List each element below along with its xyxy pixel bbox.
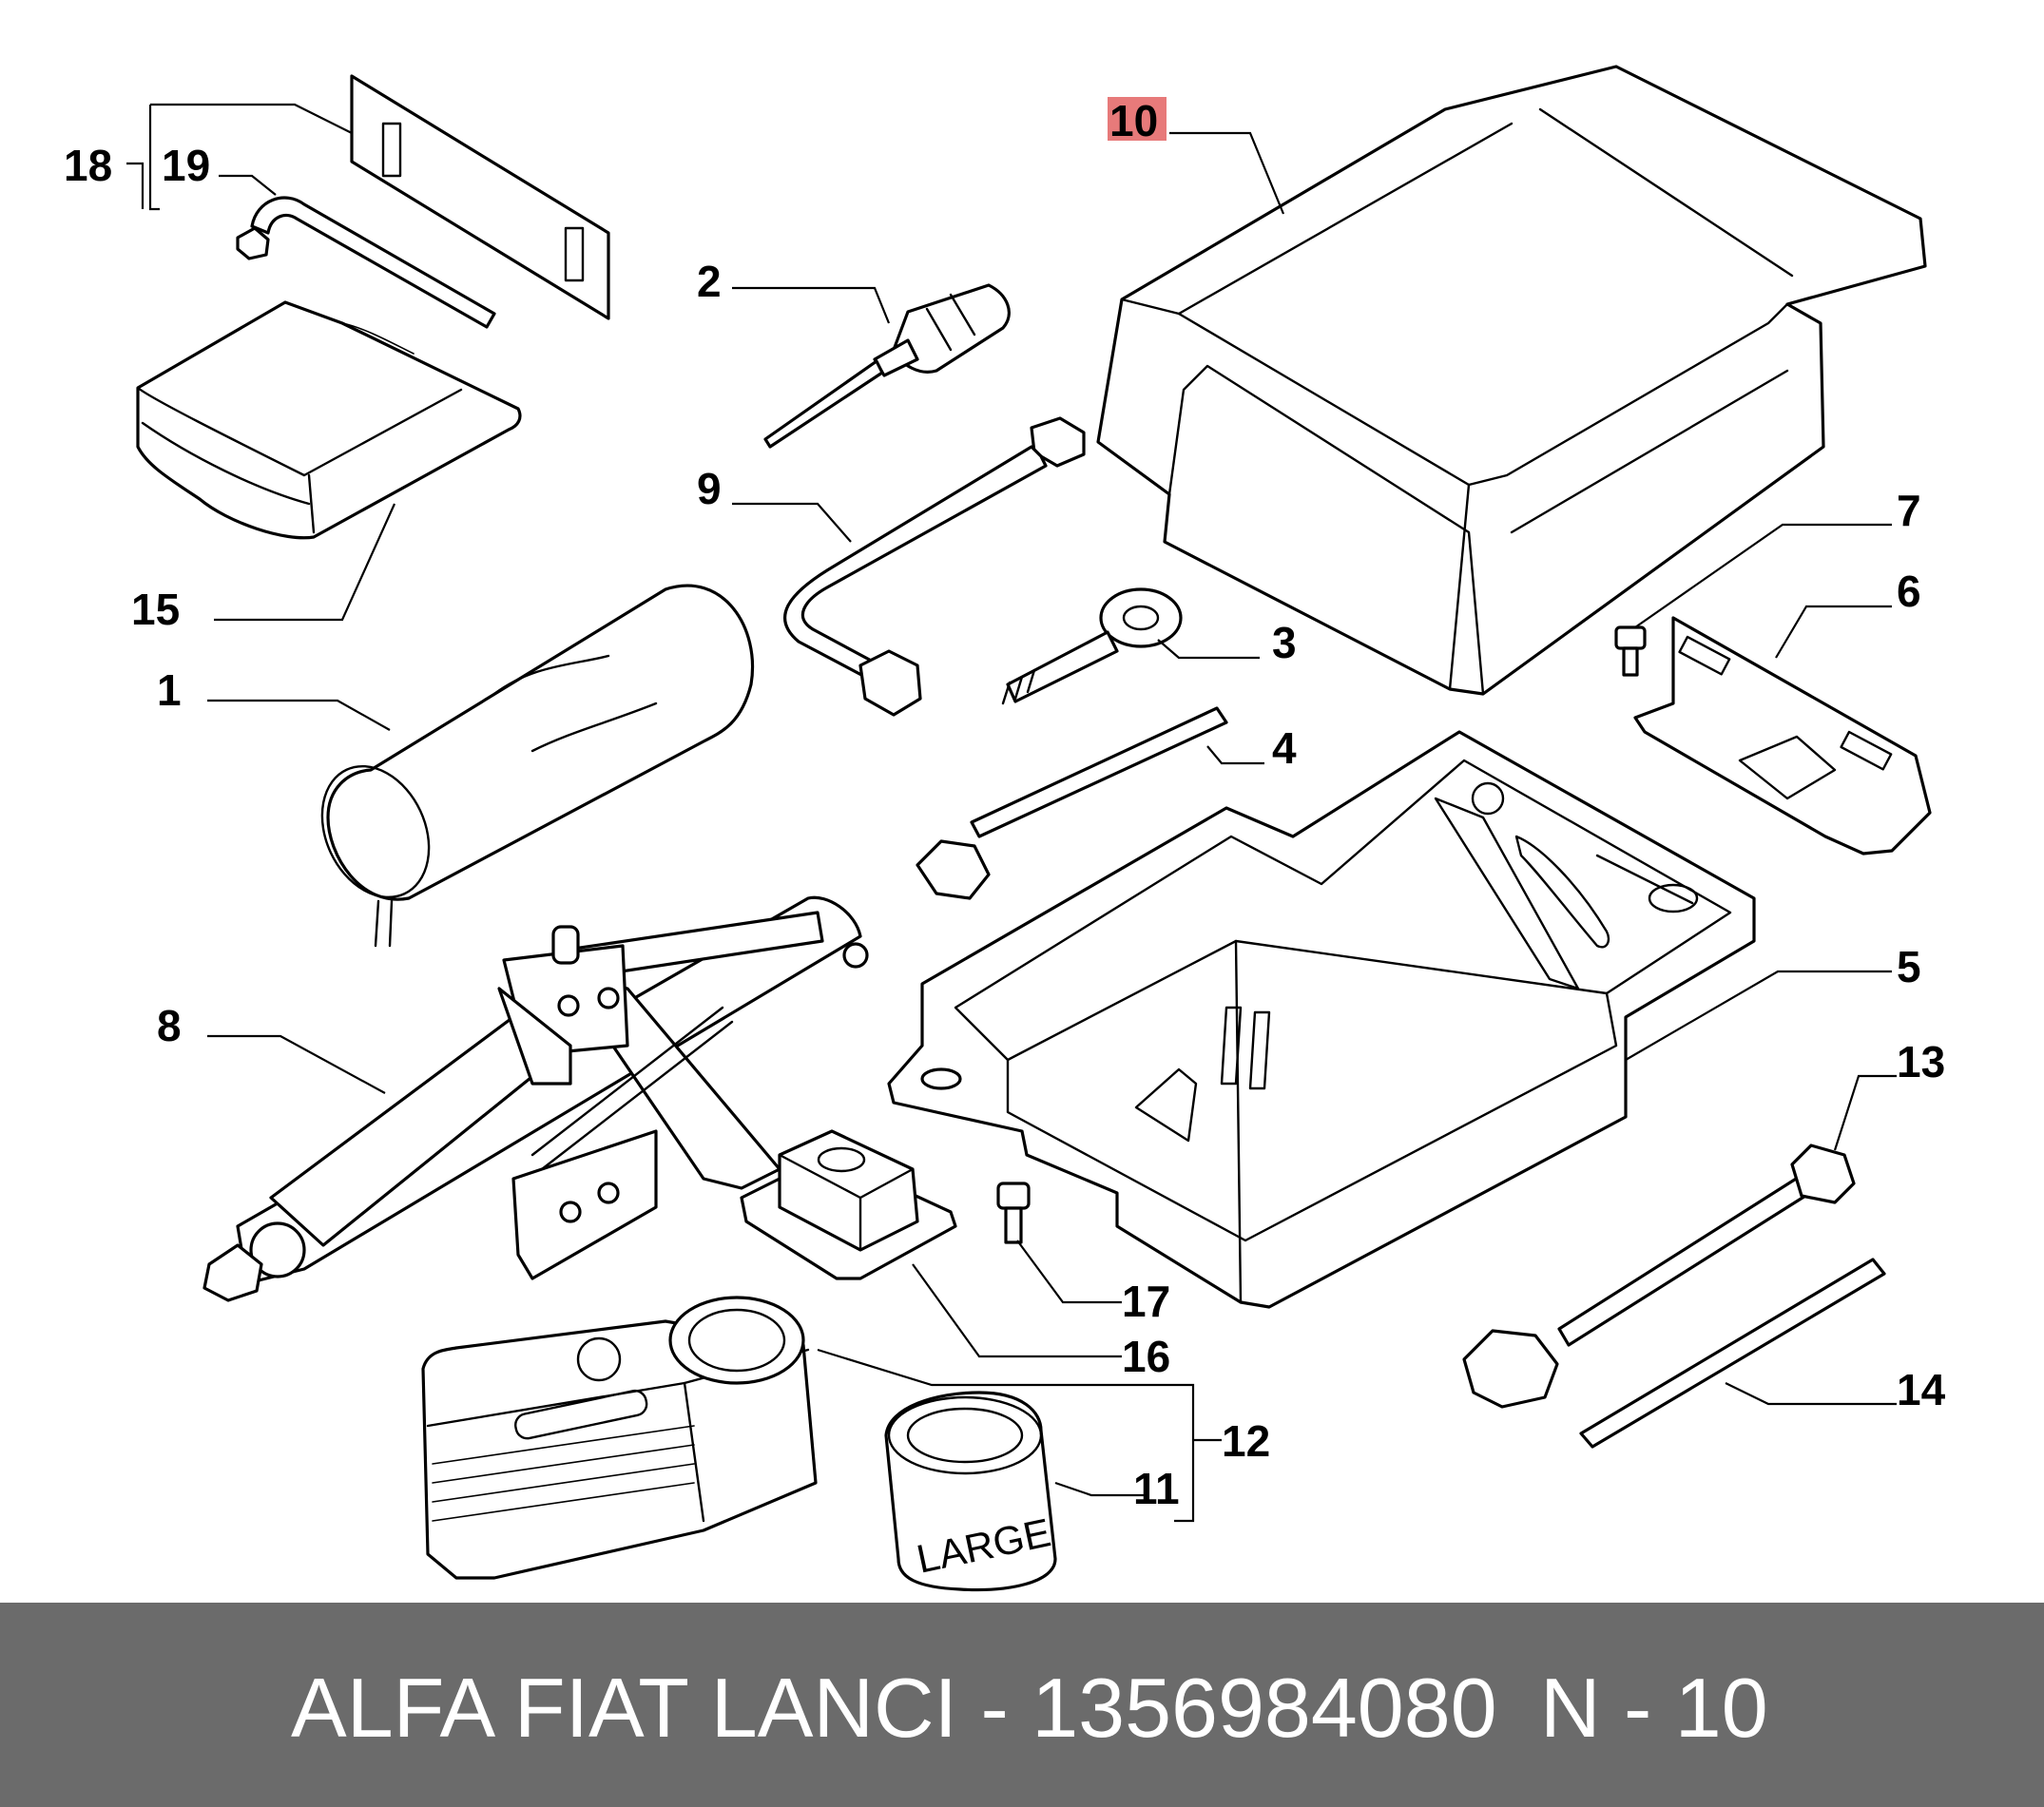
callout-18: 18 bbox=[64, 141, 112, 190]
callout-14: 14 bbox=[1897, 1365, 1946, 1414]
callout-9: 9 bbox=[697, 464, 722, 513]
part-6-bracket bbox=[1633, 616, 1932, 855]
part-13-socket-bar bbox=[1462, 1144, 1856, 1409]
part-11-sealant-bottle: LARGE bbox=[884, 1391, 1057, 1592]
callout-2: 2 bbox=[697, 257, 722, 306]
part-1-bag bbox=[320, 584, 755, 948]
footer-banner: ALFA FIAT LANCI - 1356984080 N - 10 bbox=[0, 1603, 2044, 1807]
callout-8: 8 bbox=[157, 1001, 182, 1050]
part-3-eye-bolt bbox=[1001, 587, 1183, 705]
part-15-pouch bbox=[136, 300, 522, 540]
callout-4: 4 bbox=[1272, 723, 1297, 773]
part-4-rod bbox=[916, 706, 1228, 900]
part-8-jack bbox=[202, 895, 869, 1302]
callout-6: 6 bbox=[1897, 567, 1921, 616]
part-16-mount bbox=[740, 1129, 957, 1280]
part-10-cover bbox=[1096, 65, 1927, 696]
callout-13: 13 bbox=[1897, 1037, 1945, 1086]
exploded-parts-diagram: LARGE 18 19 15 1 8 2 9 10 7 6 3 bbox=[64, 65, 1946, 1592]
position-text: N - 10 bbox=[1540, 1661, 1768, 1755]
part-9-wheel-brace bbox=[783, 416, 1086, 717]
callout-1: 1 bbox=[157, 665, 182, 715]
callout-10-highlight bbox=[1108, 97, 1167, 141]
callout-5: 5 bbox=[1897, 942, 1921, 991]
part-18-document bbox=[350, 74, 610, 320]
callout-15: 15 bbox=[131, 585, 180, 634]
part-5-tray bbox=[887, 730, 1756, 1309]
part-14-rod bbox=[1579, 1258, 1886, 1449]
callout-7: 7 bbox=[1897, 486, 1921, 535]
part-19-wrench bbox=[236, 196, 496, 329]
part-code-text: ALFA FIAT LANCI - 1356984080 bbox=[291, 1661, 1497, 1755]
part-17-bolt bbox=[996, 1182, 1031, 1244]
callout-10: 10 bbox=[1109, 96, 1158, 145]
callout-11: 11 bbox=[1133, 1464, 1180, 1513]
part-2-screwdriver bbox=[763, 283, 1011, 449]
callout-3: 3 bbox=[1272, 618, 1297, 667]
part-7-bolt bbox=[1614, 625, 1647, 677]
callout-16: 16 bbox=[1122, 1332, 1170, 1381]
callout-17: 17 bbox=[1122, 1277, 1170, 1326]
callout-12: 12 bbox=[1222, 1416, 1270, 1466]
leader-lines bbox=[126, 103, 1897, 1523]
callout-19: 19 bbox=[162, 141, 210, 190]
part-12-compressor bbox=[421, 1296, 818, 1580]
callout-labels: 18 19 15 1 8 2 9 10 7 6 3 4 5 13 14 17 1… bbox=[64, 96, 1946, 1513]
